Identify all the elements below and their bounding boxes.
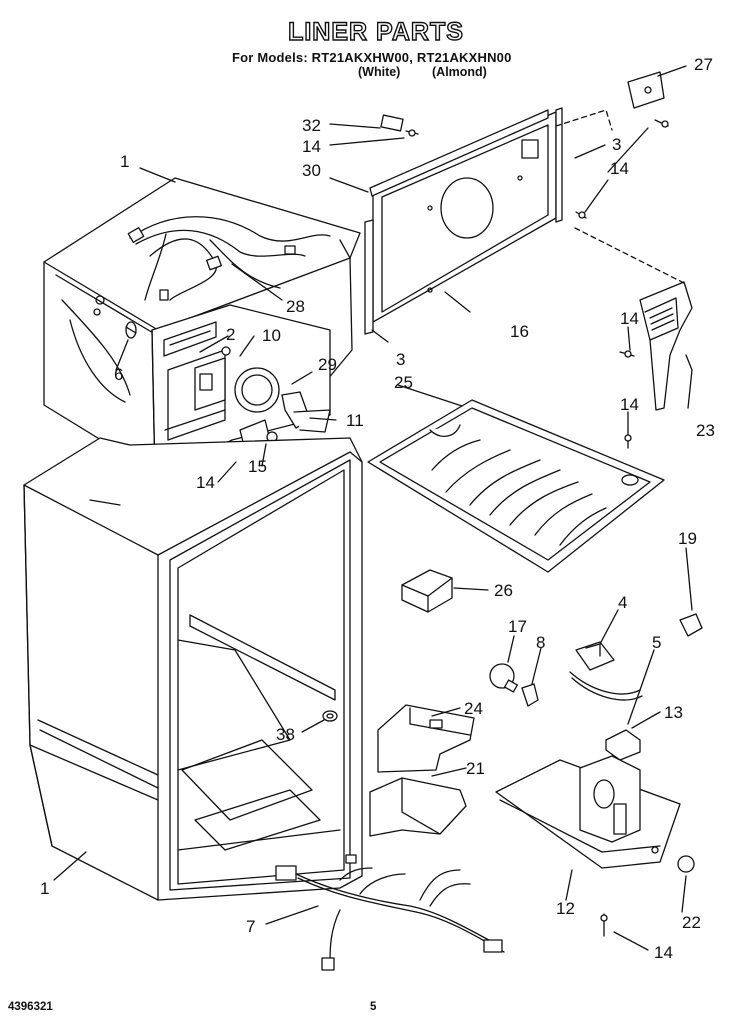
callout-3-right: 3 — [612, 135, 622, 154]
evaporator-cover-assembly — [152, 305, 330, 478]
gasket-part-3-right — [556, 108, 562, 222]
color-white-label: (White) — [358, 65, 401, 79]
callout-38: 38 — [276, 725, 295, 744]
callout-8: 8 — [536, 633, 546, 652]
part-24-housing — [378, 705, 474, 772]
screw-part-14-c — [576, 212, 586, 218]
callout-4: 4 — [618, 593, 628, 612]
screw-part-14-f — [601, 914, 607, 936]
part-26-block — [402, 570, 452, 612]
callout-5: 5 — [652, 633, 662, 652]
callout-32: 32 — [302, 116, 321, 135]
part-38-plug — [323, 711, 337, 721]
document-number: 4396321 — [8, 1001, 53, 1013]
callout-1-bottom: 1 — [40, 879, 50, 898]
gasket-part-3-left — [365, 220, 373, 334]
callout-6: 6 — [114, 365, 124, 384]
callout-12: 12 — [556, 899, 575, 918]
callout-3-left: 3 — [396, 350, 406, 369]
models-line: For Models: RT21AKXHW00, RT21AKXHN00 — [232, 50, 512, 65]
part-12-housing — [496, 756, 680, 868]
callout-1-top: 1 — [120, 152, 130, 171]
page-number: 5 — [370, 1001, 377, 1013]
callout-25: 25 — [394, 373, 413, 392]
callout-7: 7 — [246, 917, 256, 936]
callout-11: 11 — [346, 411, 364, 430]
part-8-socket — [522, 684, 538, 706]
callout-14-a: 14 — [302, 137, 321, 156]
callout-19: 19 — [678, 529, 697, 548]
leader-lines — [54, 66, 692, 950]
callout-14-f: 14 — [654, 943, 673, 962]
part-19-knob — [680, 614, 702, 636]
callout-17: 17 — [508, 617, 527, 636]
callout-28: 28 — [286, 297, 305, 316]
page-title: LINER PARTS — [287, 17, 464, 46]
color-almond-label: (Almond) — [432, 65, 487, 79]
part-6-clip — [126, 322, 136, 338]
callout-24: 24 — [464, 699, 483, 718]
callout-2: 2 — [226, 325, 236, 344]
part-32-bushing — [381, 115, 403, 131]
callout-21: 21 — [466, 759, 485, 778]
callout-14-e: 14 — [620, 395, 639, 414]
screw-part-14-b — [655, 120, 668, 127]
rear-panel-part-16 — [373, 112, 556, 322]
part-5-tube — [570, 672, 642, 724]
part-13-switch — [606, 730, 640, 760]
tray-part-25 — [368, 400, 664, 572]
callout-13: 13 — [664, 703, 683, 722]
part-4-switch — [576, 642, 614, 670]
callout-10: 10 — [262, 326, 281, 345]
callout-16: 16 — [510, 322, 529, 341]
callout-22: 22 — [682, 913, 701, 932]
fresh-food-liner-part — [24, 438, 362, 900]
callout-30: 30 — [302, 161, 321, 180]
callout-14-b: 14 — [610, 159, 629, 178]
callout-29: 29 — [318, 355, 337, 374]
rail-part-30 — [370, 110, 548, 196]
callout-27: 27 — [694, 55, 713, 74]
part-22-cap — [678, 856, 694, 872]
air-duct-part-23 — [640, 282, 692, 410]
part-27-plate — [628, 72, 664, 108]
callout-15: 15 — [248, 457, 267, 476]
screw-part-14-d — [620, 351, 634, 357]
screw-part-14-e — [625, 430, 631, 448]
callout-23: 23 — [696, 421, 715, 440]
callout-14-c: 14 — [196, 473, 215, 492]
part-17-bulb — [490, 664, 517, 692]
part-7-harness — [276, 855, 504, 970]
callout-14-d: 14 — [620, 309, 639, 328]
screw-part-14-a — [406, 130, 418, 136]
callout-26: 26 — [494, 581, 513, 600]
part-21-bracket — [370, 778, 466, 836]
